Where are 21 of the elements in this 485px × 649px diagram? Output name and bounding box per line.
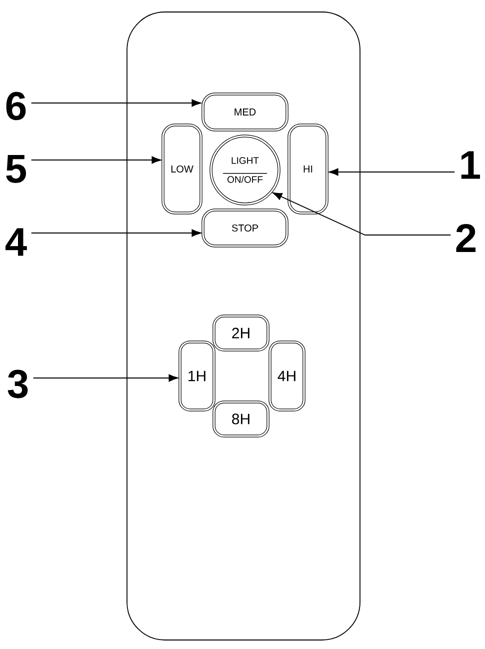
callout-number: 5: [6, 155, 26, 183]
button: 1H: [178, 340, 216, 412]
button: 8H: [212, 400, 270, 438]
callout-number: 2: [456, 224, 476, 252]
leader-line: [30, 156, 162, 164]
button: LOW: [162, 124, 202, 214]
callout-number: 6: [6, 92, 26, 120]
leader-line: [32, 374, 178, 382]
button: 4H: [268, 340, 306, 412]
leader-line: [328, 168, 456, 176]
callout-number: 4: [6, 228, 27, 256]
callout-number: 3: [8, 370, 28, 398]
button: LIGHT ON/OFF: [210, 134, 280, 206]
leader-line: [30, 229, 202, 237]
button: HI: [288, 124, 328, 214]
button: 2H: [212, 314, 270, 352]
button: MED: [202, 92, 288, 132]
leader-line: [272, 192, 452, 236]
button: STOP: [202, 208, 288, 248]
leader-line: [30, 99, 202, 107]
callout-number: 1: [461, 151, 480, 179]
